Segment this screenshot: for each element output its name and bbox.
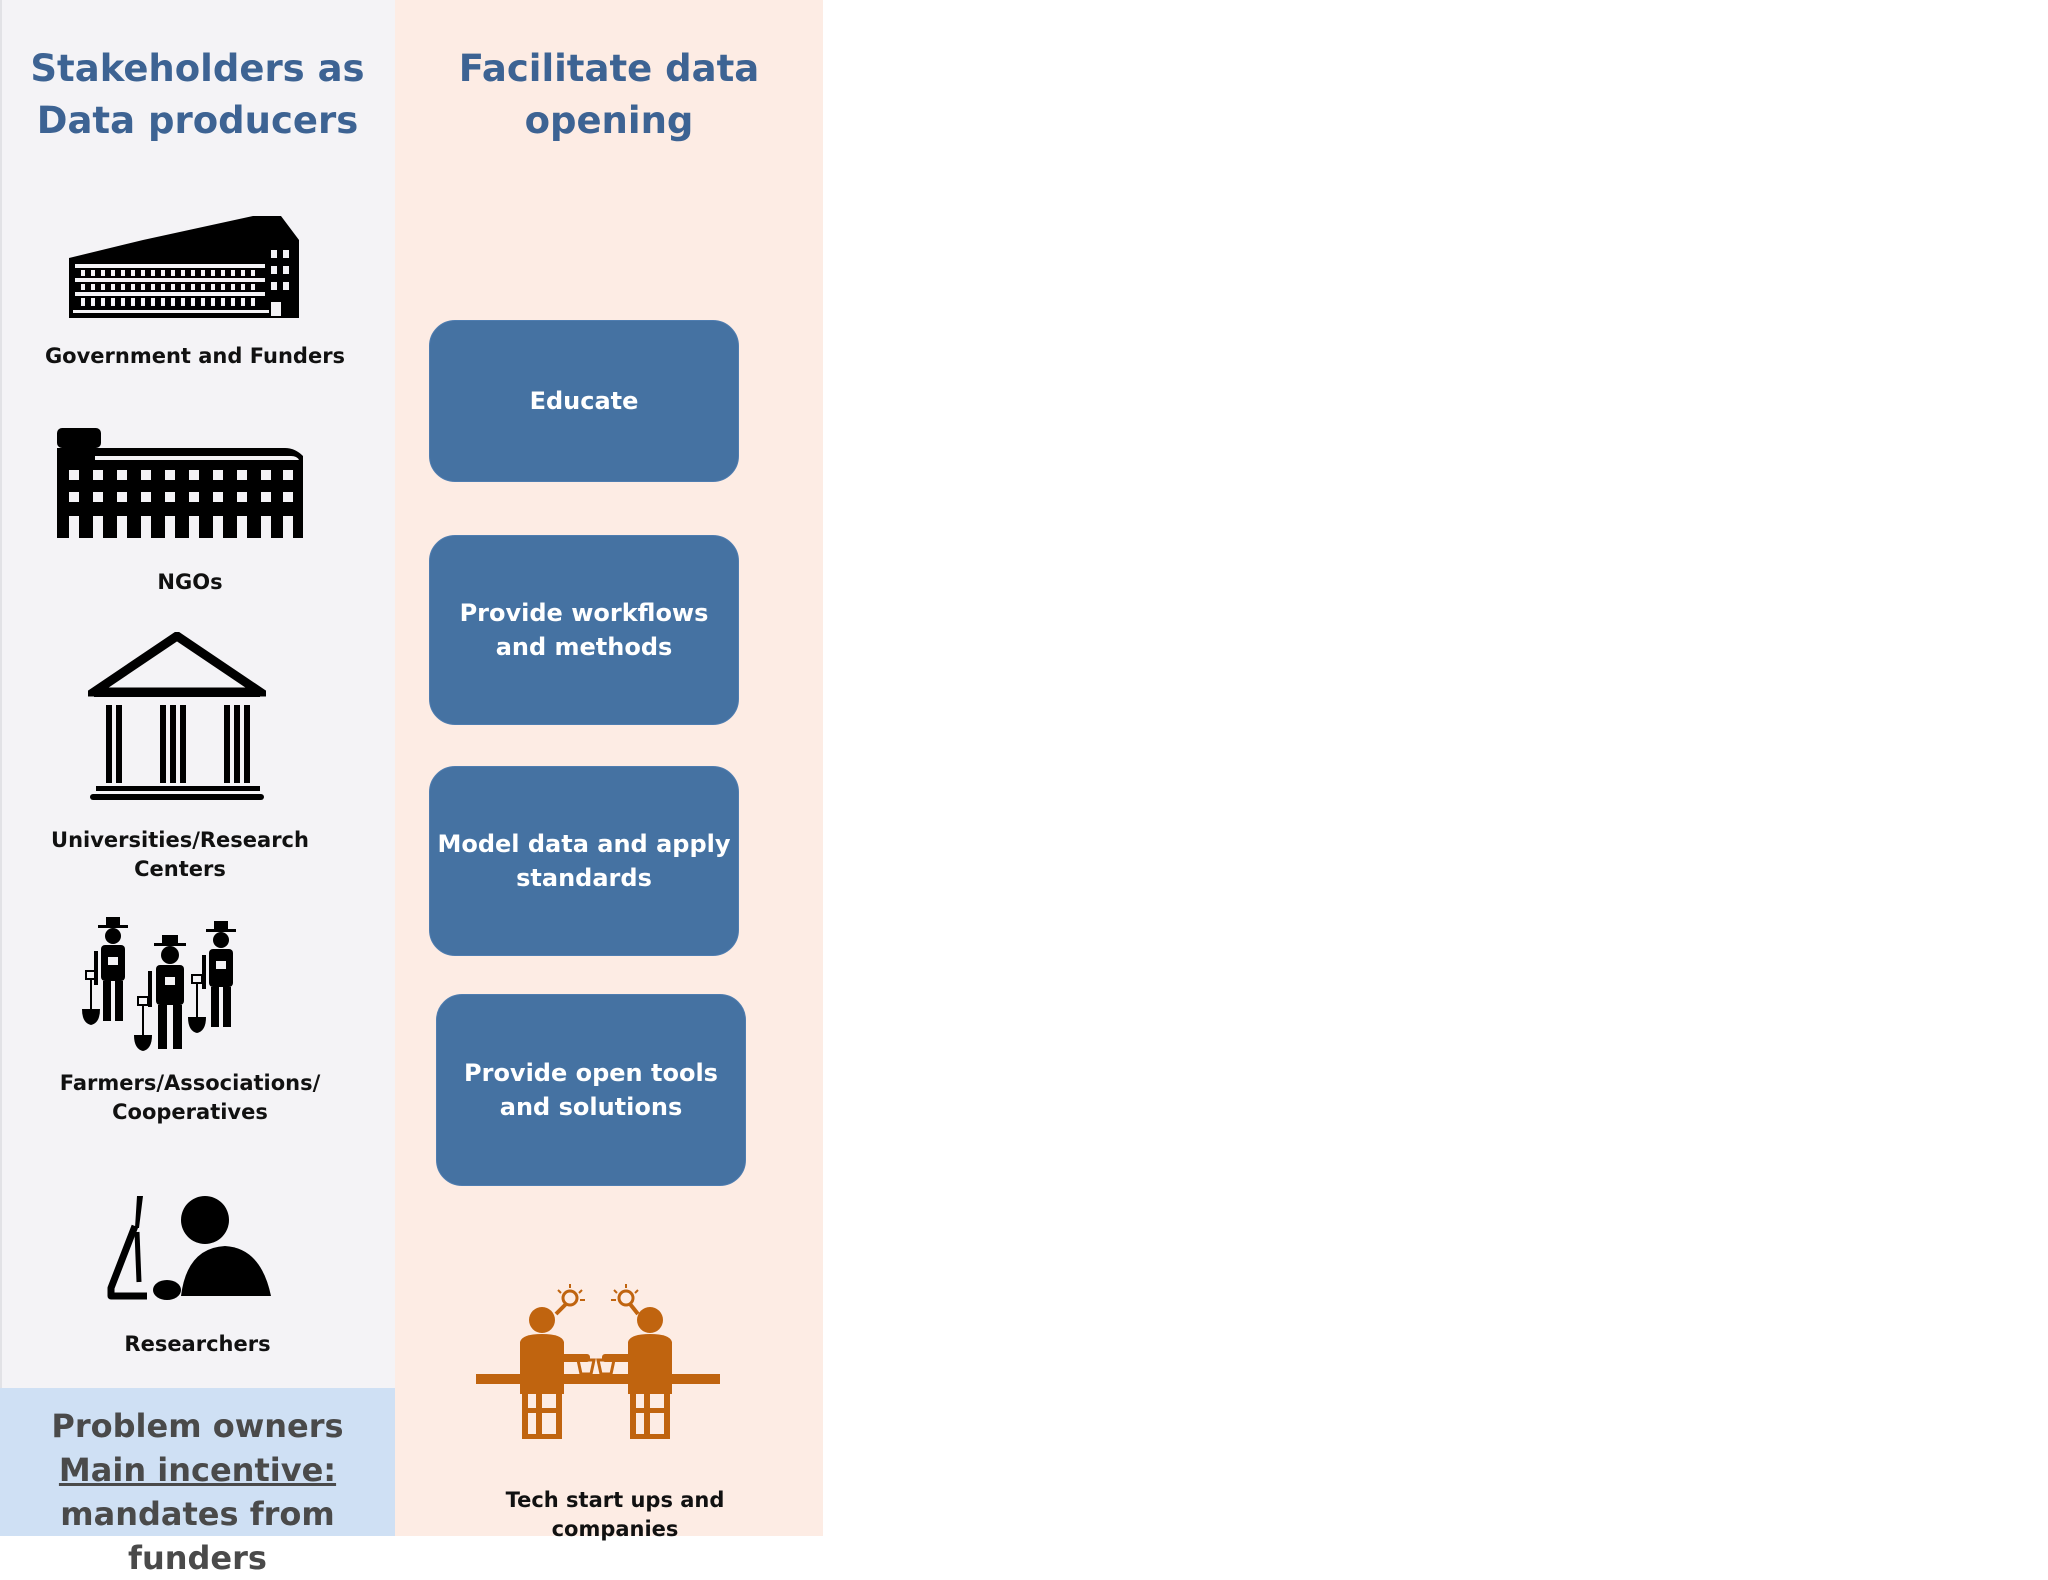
model-data-standards-step: Model data and apply standards	[429, 766, 739, 956]
incentive-text: mandates from funders	[60, 1495, 335, 1577]
stakeholder-ngo-label: NGOs	[157, 570, 223, 594]
tech-startups-label: Tech start ups and companies	[505, 1488, 725, 1541]
facilitate-title: Facilitate data opening	[458, 47, 760, 142]
tech-startup-people-icon	[476, 1284, 720, 1439]
main-incentive-label: Main incentive:	[58, 1451, 337, 1489]
open-tools-solutions-step: Provide open tools and solutions	[436, 994, 746, 1186]
stakeholder-researchers-label: Researchers	[124, 1332, 271, 1356]
stakeholder-universities-label: Universities/Research Centers	[51, 828, 309, 881]
stakeholders-title: Stakeholders as Data producers	[30, 47, 365, 142]
problem-owners-heading: Problem owners	[51, 1407, 344, 1445]
workflows-methods-step: Provide workflows and methods	[429, 535, 739, 725]
stakeholder-farmers-label: Farmers/Associations/ Cooperatives	[59, 1071, 321, 1124]
problem-owners-panel: Problem owners Main incentive: mandates …	[0, 1388, 395, 1577]
ngo-building-icon	[57, 428, 303, 538]
stakeholder-government-label: Government and Funders	[44, 344, 346, 368]
university-columns-icon	[88, 632, 266, 800]
researcher-at-computer-icon	[107, 1196, 271, 1300]
government-building-icon	[69, 216, 299, 318]
farmers-group-icon	[82, 917, 236, 1051]
educate-step: Educate	[429, 320, 739, 482]
